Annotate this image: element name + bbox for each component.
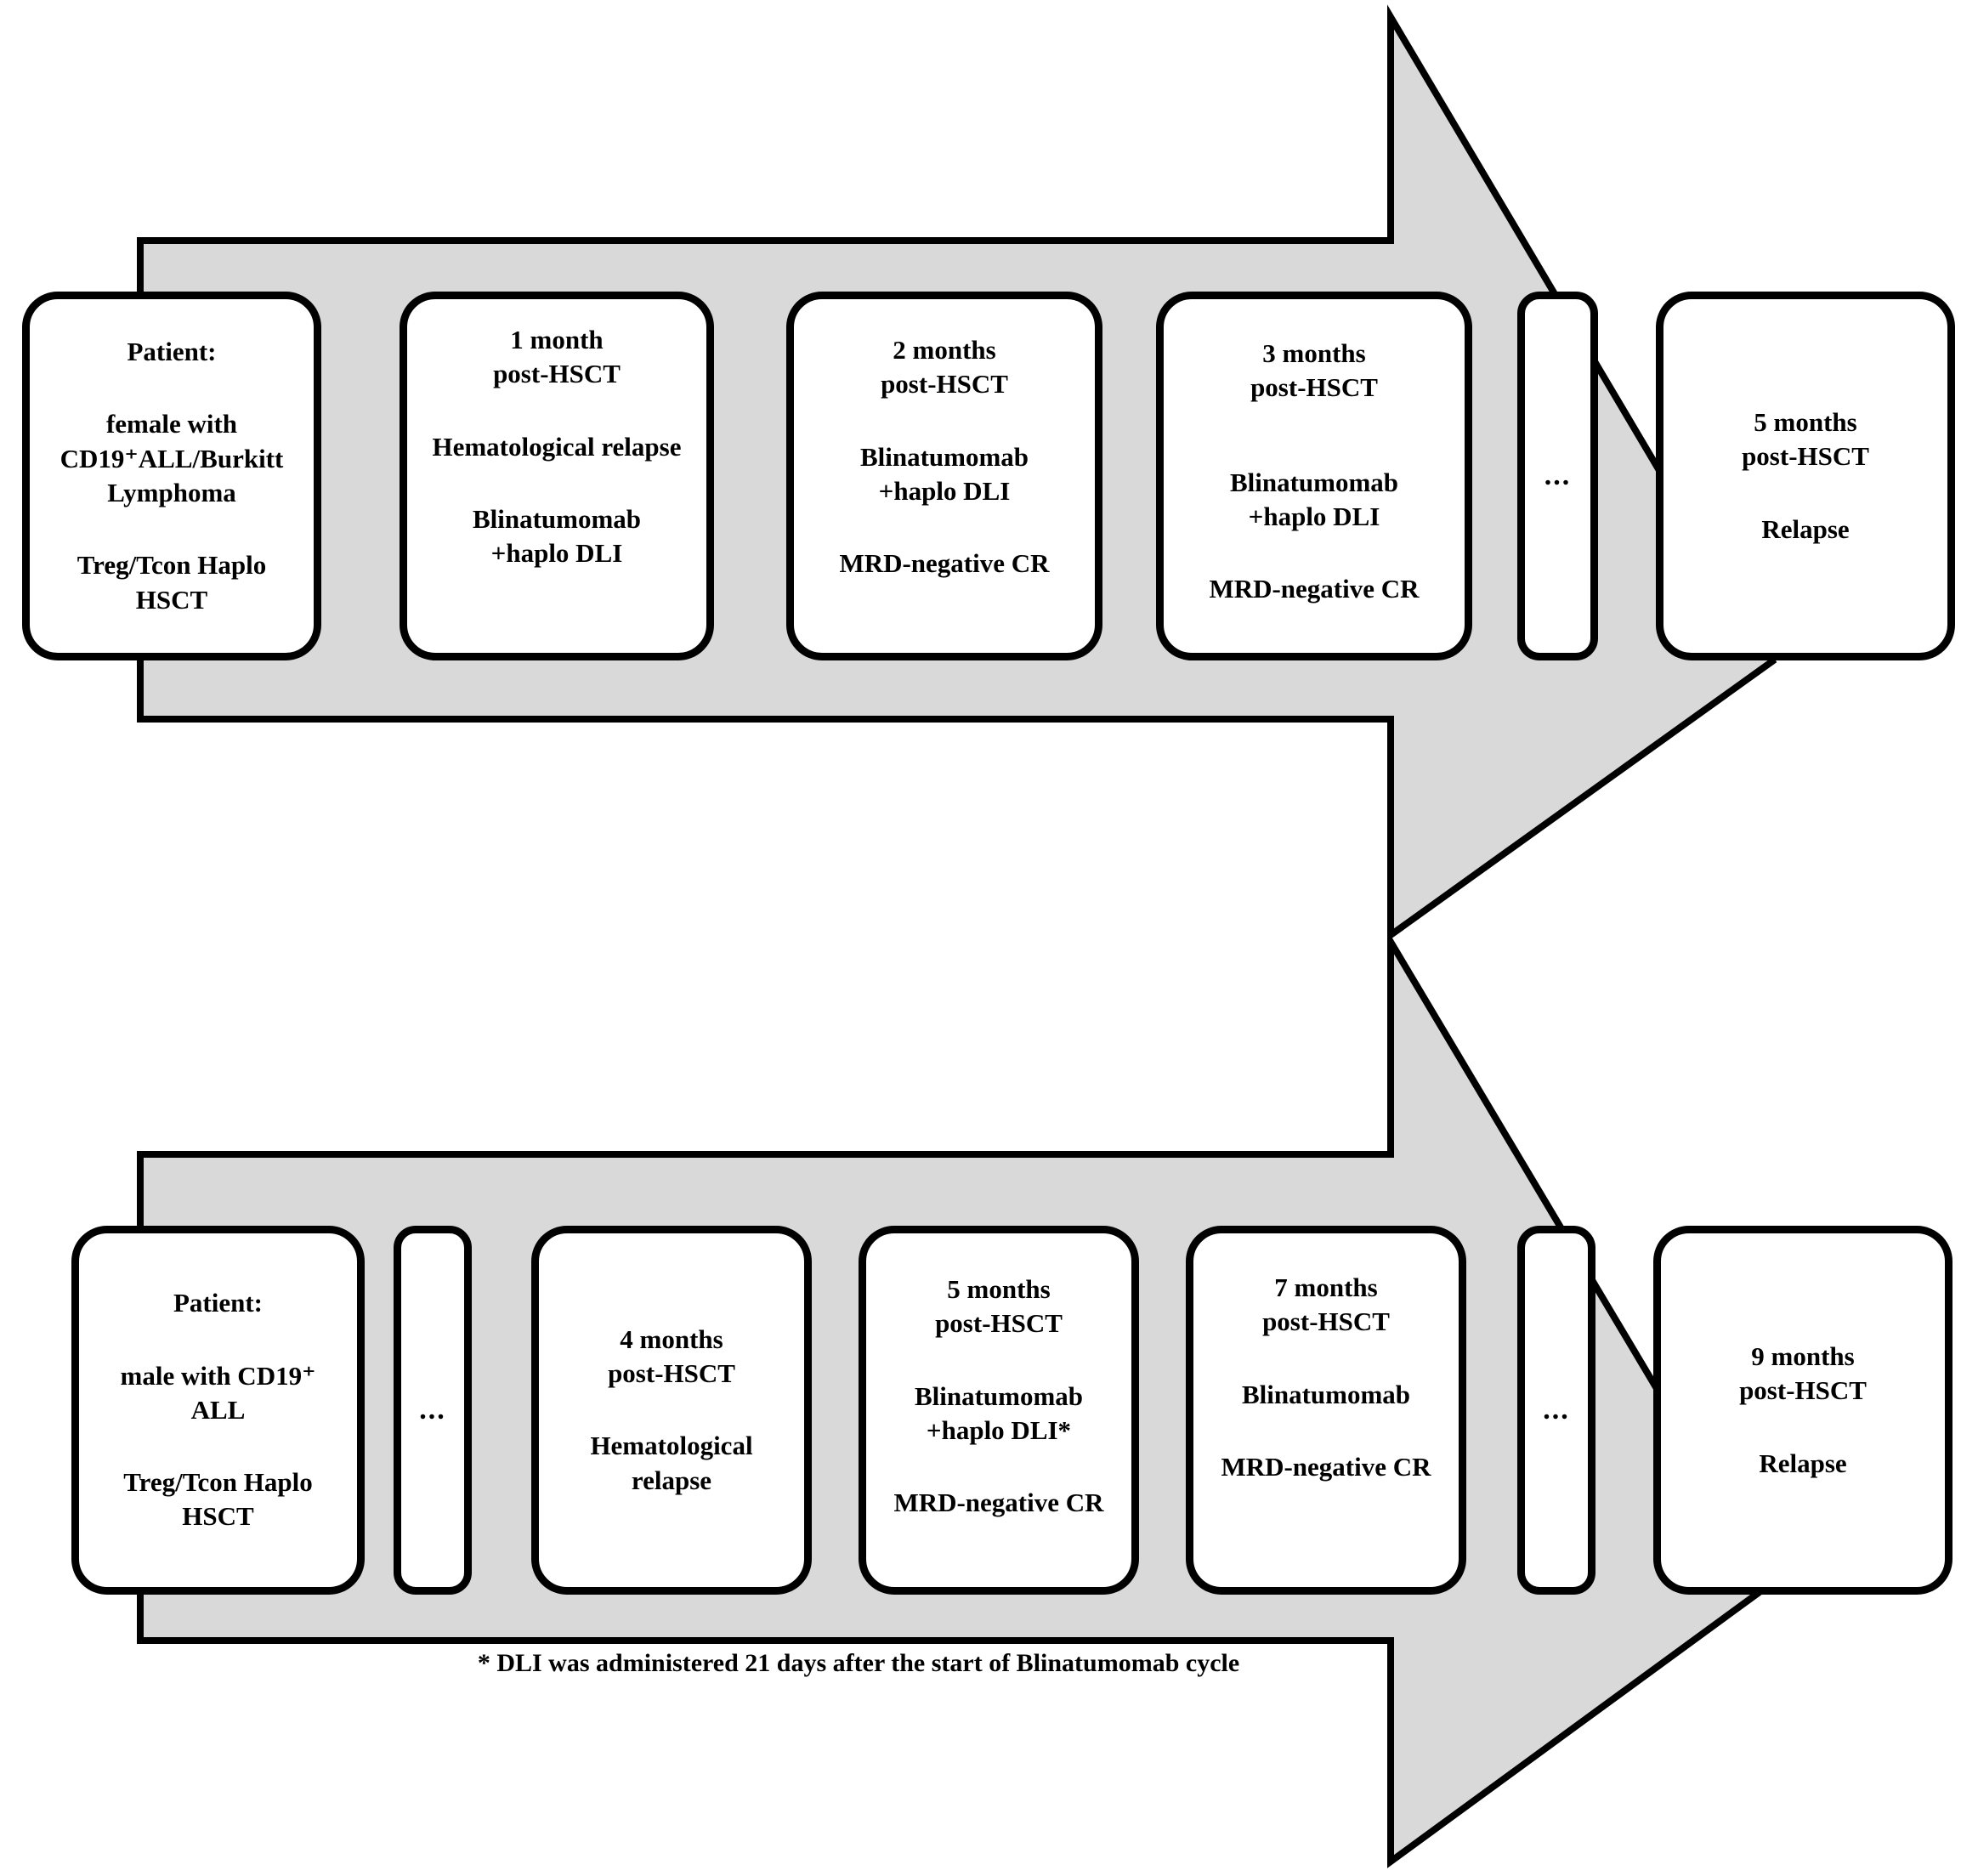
node-line: Treg/Tcon Haplo <box>77 550 267 581</box>
node-paragraph: 7 months post-HSCT <box>1205 1271 1447 1340</box>
node-line: post-HSCT <box>1262 1306 1390 1337</box>
node-line: CD19⁺ALL/Burkitt <box>60 443 284 473</box>
node-line: post-HSCT <box>1250 372 1378 403</box>
node-paragraph: female with CD19⁺ALL/Burkitt Lymphoma <box>42 407 302 510</box>
node-line: 3 months <box>1262 338 1366 368</box>
node-p2-7-months[interactable]: 7 months post-HSCT Blinatumomab MRD-nega… <box>1186 1226 1466 1595</box>
node-line: MRD-negative CR <box>839 548 1050 579</box>
node-p2-9-months[interactable]: 9 months post-HSCT Relapse <box>1653 1226 1952 1595</box>
node-line: Hematological <box>590 1431 753 1461</box>
node-paragraph: Blinatumomab +haplo DLI <box>1176 466 1453 535</box>
node-line: +haplo DLI <box>1248 502 1380 532</box>
node-paragraph: Blinatumomab <box>1205 1378 1447 1412</box>
node-paragraph: 1 month post-HSCT <box>419 323 694 392</box>
node-paragraph: male with CD19⁺ ALL <box>91 1359 345 1428</box>
node-line: 7 months <box>1274 1272 1378 1302</box>
node-line: 5 months <box>1754 407 1857 438</box>
node-paragraph: MRD-negative CR <box>806 547 1083 581</box>
node-paragraph: MRD-negative CR <box>878 1486 1119 1520</box>
node-line: Relapse <box>1761 513 1850 544</box>
node-line: post-HSCT <box>935 1308 1063 1339</box>
node-line: female with <box>105 409 238 439</box>
node-paragraph: 5 months post-HSCT <box>878 1272 1119 1341</box>
node-paragraph: Blinatumomab +haplo DLI <box>806 440 1083 509</box>
node-p1-3-months[interactable]: 3 months post-HSCT Blinatumomab +haplo D… <box>1156 292 1472 660</box>
node-line: 1 month <box>510 325 604 354</box>
node-paragraph: Patient: <box>91 1286 345 1320</box>
node-line: male with CD19⁺ <box>120 1360 316 1391</box>
node-p2-gap-1-ellipsis[interactable]: ... <box>394 1226 472 1595</box>
node-p1-1-month[interactable]: 1 month post-HSCT Hematological relapse … <box>400 292 714 660</box>
node-line: Hematological relapse <box>432 431 682 462</box>
node-paragraph: MRD-negative CR <box>1176 572 1453 606</box>
node-line: HSCT <box>135 584 208 615</box>
node-paragraph: Treg/Tcon Haplo HSCT <box>42 548 302 617</box>
node-line: MRD-negative CR <box>1209 574 1420 604</box>
node-line: 9 months <box>1751 1341 1855 1372</box>
node-paragraph: 9 months post-HSCT <box>1673 1340 1933 1408</box>
node-line: Relapse <box>1759 1448 1847 1478</box>
node-paragraph: Relapse <box>1675 513 1935 547</box>
node-line: Blinatumomab <box>914 1380 1084 1411</box>
node-line: Patient: <box>127 337 217 367</box>
node-line: Treg/Tcon Haplo <box>123 1467 313 1498</box>
node-line: Blinatumomab <box>859 441 1029 472</box>
node-line: 5 months <box>947 1274 1051 1304</box>
node-paragraph: Hematological relapse <box>419 430 694 464</box>
node-line: +haplo DLI <box>490 538 623 569</box>
node-paragraph: Patient: <box>42 335 302 369</box>
node-line: +haplo DLI <box>878 475 1011 506</box>
node-line: Patient: <box>173 1288 264 1318</box>
node-paragraph: 3 months post-HSCT <box>1176 337 1453 405</box>
node-line: post-HSCT <box>1739 1375 1867 1406</box>
node-line: +haplo DLI* <box>926 1414 1072 1445</box>
node-line: Blinatumomab <box>472 503 642 534</box>
node-paragraph: Blinatumomab +haplo DLI <box>419 502 694 571</box>
node-line: Blinatumomab <box>1229 467 1399 497</box>
node-paragraph: Blinatumomab +haplo DLI* <box>878 1380 1119 1448</box>
node-line: Lymphoma <box>107 478 236 507</box>
node-line: 2 months <box>893 335 996 365</box>
node-paragraph: 5 months post-HSCT <box>1675 405 1935 474</box>
node-p2-5-months[interactable]: 5 months post-HSCT Blinatumomab +haplo D… <box>859 1226 1139 1595</box>
node-p2-4-months[interactable]: 4 months post-HSCT Hematological relapse <box>531 1226 812 1595</box>
node-line: ALL <box>190 1394 246 1425</box>
node-line: 4 months <box>620 1323 723 1354</box>
node-line: HSCT <box>182 1501 254 1532</box>
ellipsis-label: ... <box>1544 460 1572 491</box>
node-patient-1-baseline[interactable]: Patient: female with CD19⁺ALL/Burkitt Ly… <box>22 292 321 660</box>
ellipsis-label: ... <box>419 1394 446 1425</box>
node-p2-gap-2-ellipsis[interactable]: ... <box>1517 1226 1595 1595</box>
node-paragraph: 2 months post-HSCT <box>806 333 1083 402</box>
node-paragraph: 4 months post-HSCT <box>551 1323 792 1391</box>
node-paragraph: Hematological relapse <box>551 1429 792 1498</box>
node-line: MRD-negative CR <box>893 1488 1104 1518</box>
node-line: post-HSCT <box>881 369 1008 400</box>
node-line: Blinatumomab <box>1241 1379 1411 1409</box>
node-line: post-HSCT <box>1742 441 1869 472</box>
node-p1-2-months[interactable]: 2 months post-HSCT Blinatumomab +haplo D… <box>786 292 1102 660</box>
node-paragraph: Relapse <box>1673 1447 1933 1481</box>
node-line: MRD-negative CR <box>1221 1451 1431 1482</box>
node-p1-gap-ellipsis[interactable]: ... <box>1517 292 1598 660</box>
node-paragraph: Treg/Tcon Haplo HSCT <box>91 1465 345 1534</box>
node-patient-2-baseline[interactable]: Patient: male with CD19⁺ ALL Treg/Tcon H… <box>71 1226 365 1595</box>
node-line: relapse <box>631 1465 712 1495</box>
node-p1-5-months[interactable]: 5 months post-HSCT Relapse <box>1656 292 1955 660</box>
node-line: post-HSCT <box>608 1358 735 1389</box>
footnote-dli: * DLI was administered 21 days after the… <box>477 1649 1240 1677</box>
node-paragraph: MRD-negative CR <box>1205 1450 1447 1484</box>
node-line: post-HSCT <box>493 359 621 389</box>
ellipsis-label: ... <box>1543 1394 1570 1425</box>
